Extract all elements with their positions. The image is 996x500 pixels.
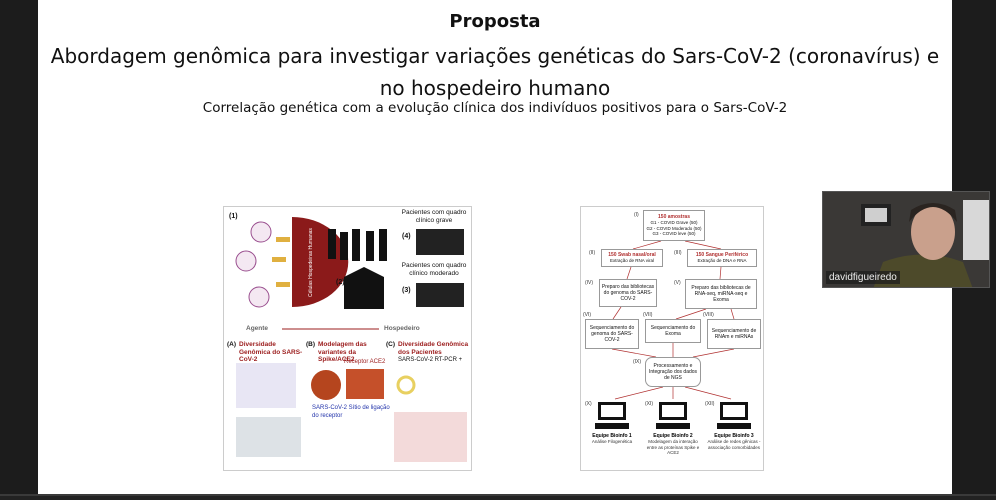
step-12-number: (XII) [705,401,715,407]
prep-host: Preparo das bibliotecas de RNA-seq, miRN… [691,285,751,303]
blood-sub: Extração de DNA e RNA [697,258,747,264]
people-icon [328,229,387,261]
panel-b-label: (B) [306,341,316,348]
team-1: Equipe Bioinfo 1 [592,433,632,439]
severe-label: Pacientes com quadro clínico grave [401,209,467,224]
panel-a-title: Diversidade Genômica do SARS-CoV-2 [239,341,303,363]
shared-slide: Proposta Abordagem genômica para investi… [38,0,952,494]
seq-rna-box: Sequenciamento de RNAm e miRNAs [707,319,761,349]
receptor-icon [272,237,290,287]
samples-label: 150 amostras [658,214,690,221]
prep-host-box: Preparo das bibliotecas de RNA-seq, miRN… [685,279,757,309]
seq-rna: Sequenciamento de RNAm e miRNAs [711,328,757,340]
seq-viral-box: Sequenciamento do genoma do SARS-COV-2 [585,319,639,349]
step-9-number: (IX) [633,359,642,365]
team-2-block: Equipe Bioinfo 2 Modelagem da interação … [644,433,702,456]
team-1-sub: Análise Filogenética [591,439,633,444]
blood-label: 150 Sangue Periférico [695,252,749,259]
bottom-bar [0,494,996,500]
prep-viral: Preparo das bibliotecas do genoma do SAR… [601,284,655,302]
participant-video-tile[interactable]: davidfigueiredo [822,191,990,288]
swab-label: 150 Swab nasal/oral [608,252,656,259]
cells-label: Células Hospedeiras Humanas [308,228,314,297]
step-4-number: (IV) [585,280,594,286]
agent-host-figure: Células Hospedeiras Humanas (1) (2) (3) … [223,206,472,471]
fig-label-2: (2) [336,279,345,286]
seq-exome-box: Sequenciamento do Exoma [645,319,701,343]
workflow-arrows [611,240,735,400]
step-7-number: (VII) [643,312,653,318]
seq-exome: Sequenciamento do Exoma [650,325,696,337]
phylogenetic-tree [236,363,296,408]
host-cells-shape [292,217,349,307]
team-3-sub: Análise de redes gênicas - associação co… [707,439,761,450]
gene-network [394,412,467,462]
fig-label-1: (1) [229,213,238,220]
receptor-label: Receptor ACE2 [344,359,386,365]
step-8-number: (VIII) [703,312,714,318]
donut-chart [396,375,416,395]
participant-video [861,200,989,287]
panel-c-subtitle: SARS-CoV-2 RT-PCR + [398,357,463,363]
hospital-bed-icon [416,229,464,255]
team-2: Equipe Bioinfo 2 [653,433,693,439]
world-map [236,417,301,457]
protein-structure [311,370,341,400]
team-3-block: Equipe Bioinfo 3 Análise de redes gênica… [705,433,763,450]
team-3: Equipe Bioinfo 3 [714,433,754,439]
rbd-label: SARS-CoV-2 Sítio de ligação do receptor [312,405,390,419]
swab-box: 150 Swab nasal/oral Extração de RNA vira… [601,249,663,267]
step-6-number: (VI) [583,312,592,318]
blood-box: 150 Sangue Periférico Extração de DNA e … [687,249,757,267]
team-2-sub: Modelagem da interação entre as proteína… [646,439,700,455]
seq-viral: Sequenciamento do genoma do SARS-COV-2 [589,325,635,343]
house-icon [344,267,384,309]
fig-label-4: (4) [402,233,411,240]
samples-box: 150 amostras G1 - COVID Grave (50) G2 - … [643,210,705,241]
prep-viral-box: Preparo das bibliotecas do genoma do SAR… [599,279,657,307]
group-1: G1 - COVID Grave (50) [650,220,698,226]
panel-c-label: (C) [386,341,396,348]
host-label: Hospedeiro [384,325,420,332]
agent-label: Agente [246,325,269,332]
step-5-number: (V) [674,280,681,286]
processing-box: Processamento e Integração dos dados de … [645,357,701,387]
step-10-number: (X) [585,401,592,407]
slide-subtitle: Correlação genética com a evolução clíni… [202,100,788,116]
processing-label: Processamento e Integração dos dados de … [648,363,698,381]
patient-bed-icon [416,283,464,307]
swab-sub: Extração de RNA viral [609,258,655,264]
group-2: G2 - COVID Moderado (50) [646,225,702,231]
workflow-figure: (I) 150 amostras G1 - COVID Grave (50) G… [580,206,764,471]
step-2-number: (II) [589,250,596,256]
step-1-number: (I) [634,212,639,218]
panel-c-title: Diversidade Genômica dos Pacientes [398,341,469,356]
virus-icon [235,221,272,308]
panel-a-label: (A) [227,341,237,348]
step-3-number: (III) [674,250,682,256]
moderate-label: Pacientes com quadro clínico moderado [401,262,467,277]
fig-label-3: (3) [402,287,411,294]
step-11-number: (XI) [645,401,654,407]
panel-b-title: Modelagem das variantes da Spike/ACE2 [318,341,367,363]
group-3: G3 - COVID leve (50) [652,231,696,237]
team-1-block: Equipe Bioinfo 1 Análise Filogenética [583,433,641,445]
slide-heading: Abordagem genômica para investigar varia… [50,44,940,100]
participant-name: davidfigueiredo [826,271,900,284]
protein-zoom [346,369,384,399]
slide-title: Proposta [449,11,541,32]
